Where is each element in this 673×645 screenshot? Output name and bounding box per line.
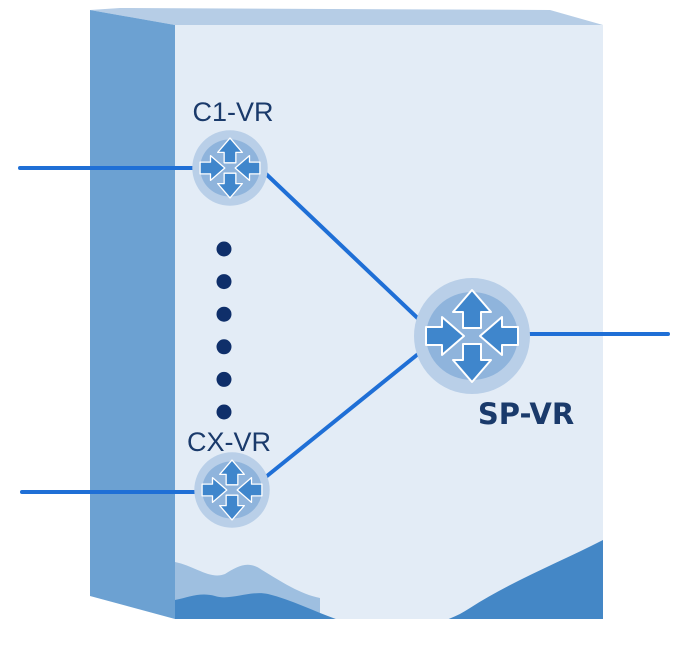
router-c1[interactable]	[192, 130, 268, 206]
ellipsis-dot	[216, 371, 232, 387]
router-arrow-icon	[425, 316, 465, 356]
router-body	[426, 292, 518, 380]
ellipsis-dots	[216, 241, 232, 420]
router-arrow-icon	[236, 476, 263, 504]
router-arrow-icon	[234, 154, 261, 182]
chassis-wave-decoration	[175, 540, 603, 619]
link-c1-sp	[262, 170, 430, 330]
router-arrow-icon	[216, 137, 244, 164]
router-arrow-icon	[201, 476, 228, 504]
ellipsis-dot	[216, 306, 232, 322]
router-arrow-icon	[452, 343, 492, 383]
router-sp[interactable]	[414, 278, 530, 394]
router-arrow-icon	[199, 154, 226, 182]
router-body	[200, 139, 260, 197]
router-arrow-icon	[452, 289, 492, 329]
router-sp-label: SP-VR	[478, 397, 574, 431]
links	[18, 166, 670, 494]
router-arrow-icon	[479, 316, 519, 356]
router-arrow-icon	[218, 494, 246, 521]
router-arrow-icon	[218, 459, 246, 486]
ellipsis-dot	[216, 274, 232, 290]
router-cx-label: CX-VR	[187, 427, 271, 457]
ellipsis-dot	[216, 404, 232, 420]
router-body	[202, 461, 262, 519]
link-cx-sp	[260, 344, 430, 482]
chassis-side-face	[90, 10, 175, 619]
router-arrow-icon	[216, 172, 244, 199]
chassis-top-face	[90, 8, 603, 25]
router-cx[interactable]	[194, 452, 270, 528]
ellipsis-dot	[216, 241, 232, 257]
router-c1-label: C1-VR	[192, 97, 273, 127]
wave-dark-layer	[175, 540, 603, 619]
ellipsis-dot	[216, 339, 232, 355]
